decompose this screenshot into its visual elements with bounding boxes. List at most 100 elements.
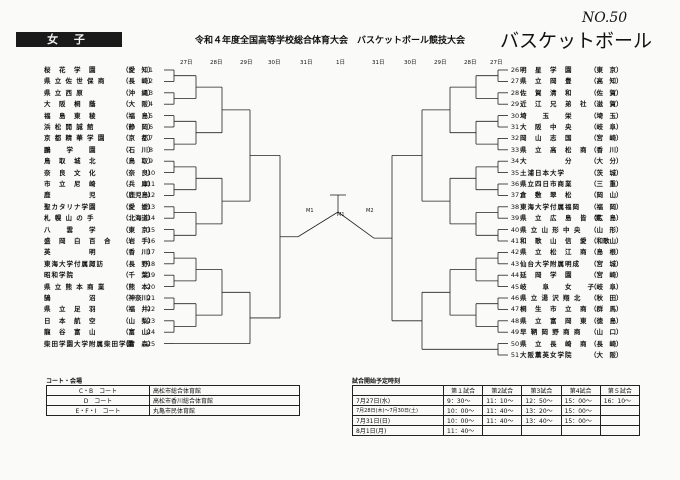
team-name: 県 立 広 島 皆 実 xyxy=(520,214,603,223)
team-prefecture: （高 知） xyxy=(590,77,623,86)
team-name: 鵬 学 園 xyxy=(44,145,97,154)
schedule-time: 13：40～ xyxy=(521,415,562,426)
team-row: 44延 岡 学 園（宮 崎） xyxy=(510,271,623,280)
team-row: 奈 良 文 化（奈 良）10 xyxy=(44,169,156,177)
team-row: 34大 分 （大 分） xyxy=(510,157,623,166)
team-prefecture: （神奈川） xyxy=(122,294,155,302)
team-row: 51大阪薫英女学院（大 阪） xyxy=(510,351,623,359)
team-name: 英 明 xyxy=(44,248,97,257)
schedule-header: 第１試合 xyxy=(442,385,484,396)
team-seed: 31 xyxy=(510,123,520,131)
team-name: 日 本 航 空 xyxy=(44,316,97,325)
date-right-4: 28日 xyxy=(464,60,477,66)
schedule-time xyxy=(521,425,562,436)
team-name: 和 歌 山 信 愛 xyxy=(520,237,588,245)
team-prefecture: （宮 城） xyxy=(590,259,623,268)
team-row: 県 立 熊 本 商 業（熊 本）20 xyxy=(44,283,156,291)
court-name: E・F・I コート xyxy=(46,405,150,416)
team-row: 大 阪 桐 蔭（大 阪）4 xyxy=(44,100,156,108)
team-row: 26明 星 学 園（東 京） xyxy=(510,66,623,74)
team-seed: 32 xyxy=(510,134,520,143)
team-seed: 49 xyxy=(510,328,520,337)
team-row: 28佐 賀 清 和（佐 賀） xyxy=(510,88,623,97)
team-name: 市 立 尼 崎 xyxy=(44,180,97,188)
team-name: 仙台大学附属明成 xyxy=(520,259,580,268)
team-seed: 15 xyxy=(146,225,156,234)
team-seed: 3 xyxy=(148,88,154,97)
team-row: 札 幌 山 の 手（北海道）14 xyxy=(44,214,156,222)
team-prefecture: （香 川） xyxy=(122,248,155,257)
team-prefecture: （大 分） xyxy=(590,157,623,166)
team-row: 英 明 （香 川）17 xyxy=(44,248,156,256)
team-prefecture: （千 葉） xyxy=(122,271,155,280)
team-prefecture: （北海道） xyxy=(122,214,155,223)
team-seed: 17 xyxy=(146,248,156,257)
schedule-time: 10：00～ xyxy=(442,415,484,426)
team-seed: 23 xyxy=(146,316,156,325)
date-right-1: 31日 xyxy=(372,60,385,66)
final-left-code: M1 xyxy=(306,208,314,214)
team-row: 東海大学付属諏訪（長 野）18 xyxy=(44,260,156,268)
team-name: 龍 谷 富 山 xyxy=(44,328,97,337)
team-name: 県 立 足 羽 xyxy=(44,305,97,314)
team-row: 日 本 航 空（山 梨）23 xyxy=(44,317,156,325)
team-name: 浜 松 開 誠 館 xyxy=(44,123,95,131)
team-seed: 38 xyxy=(510,202,520,211)
team-seed: 28 xyxy=(510,88,520,97)
team-row: 32岡 山 志 国（宮 崎） xyxy=(510,134,623,143)
team-row: 柴田学園大学附属柴田学園（青 森）25 xyxy=(44,340,156,348)
team-row: 33県 立 高 松 商（香 川） xyxy=(510,146,623,154)
court-name: C・B コート xyxy=(46,385,150,396)
team-row: 41和 歌 山 信 愛（和歌山） xyxy=(510,237,623,245)
team-row: 39県 立 広 島 皆 実（広 島） xyxy=(510,214,623,223)
team-name: 鹿 児 xyxy=(44,191,97,200)
team-row: 八 雲 学（東 京）15 xyxy=(44,226,156,234)
schedule-time: 10：00～ xyxy=(442,405,484,416)
team-row: 45岐 阜 女 子（岐 阜） xyxy=(510,282,623,291)
team-name: 岡 山 志 国 xyxy=(520,134,573,143)
team-prefecture: （佐 賀） xyxy=(590,88,623,97)
schedule-time: 9：30～ xyxy=(442,395,484,406)
team-prefecture: （富 山） xyxy=(122,328,155,337)
tournament-title: 令和４年度全国高等学校総合体育大会 バスケットボール競技大会 xyxy=(195,36,466,46)
team-prefecture: （和歌山） xyxy=(590,237,623,245)
table-row: 第１試合 第2試合 第3試合 第4試合 第５試合 xyxy=(352,385,641,396)
team-prefecture: （秋 田） xyxy=(590,294,623,302)
team-row: 桜 花 学 園（愛 知）1 xyxy=(44,66,156,74)
table-row: 7月28日(木)～7月30日(土) 10：00～ 11：40～ 13：20～ 1… xyxy=(352,405,641,416)
team-prefecture: （奈 良） xyxy=(122,168,155,177)
team-row: 県 立 足 羽（福 井）22 xyxy=(44,305,156,313)
team-row: 48県 立 富 岡 東（徳 島） xyxy=(510,317,623,325)
team-name: 盛 岡 白 百 合 xyxy=(44,237,112,245)
team-seed: 34 xyxy=(510,157,520,166)
courts-label: コート・会場 xyxy=(46,378,83,385)
team-row: 盛 岡 白 百 合（岩 手）16 xyxy=(44,237,156,245)
team-prefecture: （長 崎） xyxy=(590,339,623,348)
team-name: 大 分 xyxy=(520,157,573,166)
final-line-right xyxy=(337,211,375,239)
team-prefecture: （長 野） xyxy=(122,259,155,268)
team-row: 昭和学院（千 葉）19 xyxy=(44,271,156,279)
table-row: 7月31日(日) 10：00～ 11：40～ 13：40～ 15：00～ xyxy=(352,415,641,426)
team-name: 県 立 山 形 中 央 xyxy=(520,225,582,234)
team-prefecture: （山 口） xyxy=(590,328,623,337)
schedule-time: 16：10～ xyxy=(599,395,641,406)
schedule-date: 7月28日(木)～7月30日(土) xyxy=(352,405,444,416)
team-name: 鳥 取 城 北 xyxy=(44,157,97,166)
team-seed: 8 xyxy=(148,145,154,154)
court-name: D コート xyxy=(46,395,150,406)
team-seed: 24 xyxy=(146,328,156,337)
team-name: 県 立 西 原 xyxy=(44,88,84,97)
team-seed: 44 xyxy=(510,271,520,280)
team-prefecture: （滋 賀） xyxy=(590,100,623,109)
team-seed: 45 xyxy=(510,282,520,291)
schedule-date: 7月27日(水) xyxy=(352,395,444,406)
team-name: 大 阪 中 央 xyxy=(520,123,573,131)
team-name: 県 立 長 崎 商 xyxy=(520,339,588,348)
team-seed: 42 xyxy=(510,248,520,257)
team-prefecture: （長 崎） xyxy=(122,77,155,86)
schedule-time xyxy=(599,405,641,416)
team-name: 東海大学付属諏訪 xyxy=(44,259,104,268)
schedule-time: 15：00～ xyxy=(560,395,601,406)
